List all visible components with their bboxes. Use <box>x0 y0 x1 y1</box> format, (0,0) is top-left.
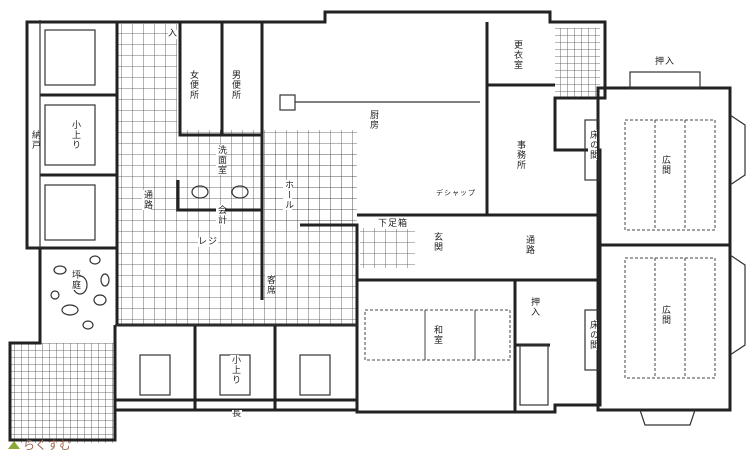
room-label-kitchen: 厨房 <box>368 110 378 130</box>
room-label-cashier: 会計 <box>216 205 226 225</box>
room-label-washroom: 洗面室 <box>216 145 226 175</box>
room-label-entrance: 玄関 <box>432 232 442 252</box>
room-label-entry: 入 <box>168 29 179 39</box>
room-label-closet-2: 押入 <box>529 297 539 317</box>
courtyard-stones <box>50 255 110 330</box>
walls <box>8 10 607 442</box>
tile-grid <box>10 24 600 443</box>
room-label-long-seat: 長 <box>232 409 243 419</box>
room-label-closet-1: 押入 <box>655 57 676 67</box>
room-label-womens-toilet: 女便所 <box>188 70 198 100</box>
room-label-banquet-hall-2: 広間 <box>660 305 670 325</box>
room-label-shoe-box: 下足箱 <box>378 219 409 229</box>
room-label-hall: ホール <box>283 180 293 210</box>
logo-text: らくすむ <box>23 438 72 452</box>
room-label-alcove-1: 床の間 <box>588 130 598 160</box>
tatami-room-mats <box>364 309 549 406</box>
east-wing <box>584 71 746 426</box>
room-label-mens-toilet: 男便所 <box>230 70 240 100</box>
room-label-storage: 納戸 <box>30 130 40 150</box>
logo: らくすむ <box>8 436 71 453</box>
room-label-pantry: デシャップ <box>436 189 476 197</box>
room-label-register: レジ <box>198 237 219 247</box>
room-label-alcove-2: 床の間 <box>588 320 598 350</box>
room-label-small-raised-room-1: 小上り <box>70 120 80 150</box>
room-label-banquet-hall-1: 広間 <box>660 155 670 175</box>
logo-mark-icon <box>8 440 20 449</box>
room-label-tatami-room: 和室 <box>432 325 442 345</box>
room-label-small-raised-room-2: 小上り <box>230 355 240 385</box>
tables <box>44 29 480 396</box>
room-label-courtyard: 坪庭 <box>70 270 80 290</box>
room-label-changing-room: 更衣室 <box>512 40 522 70</box>
room-label-seating: 客席 <box>265 275 275 295</box>
room-label-corridor-1: 通路 <box>142 190 152 210</box>
room-label-office: 事務所 <box>515 140 525 170</box>
room-label-corridor-2: 通路 <box>524 235 534 255</box>
